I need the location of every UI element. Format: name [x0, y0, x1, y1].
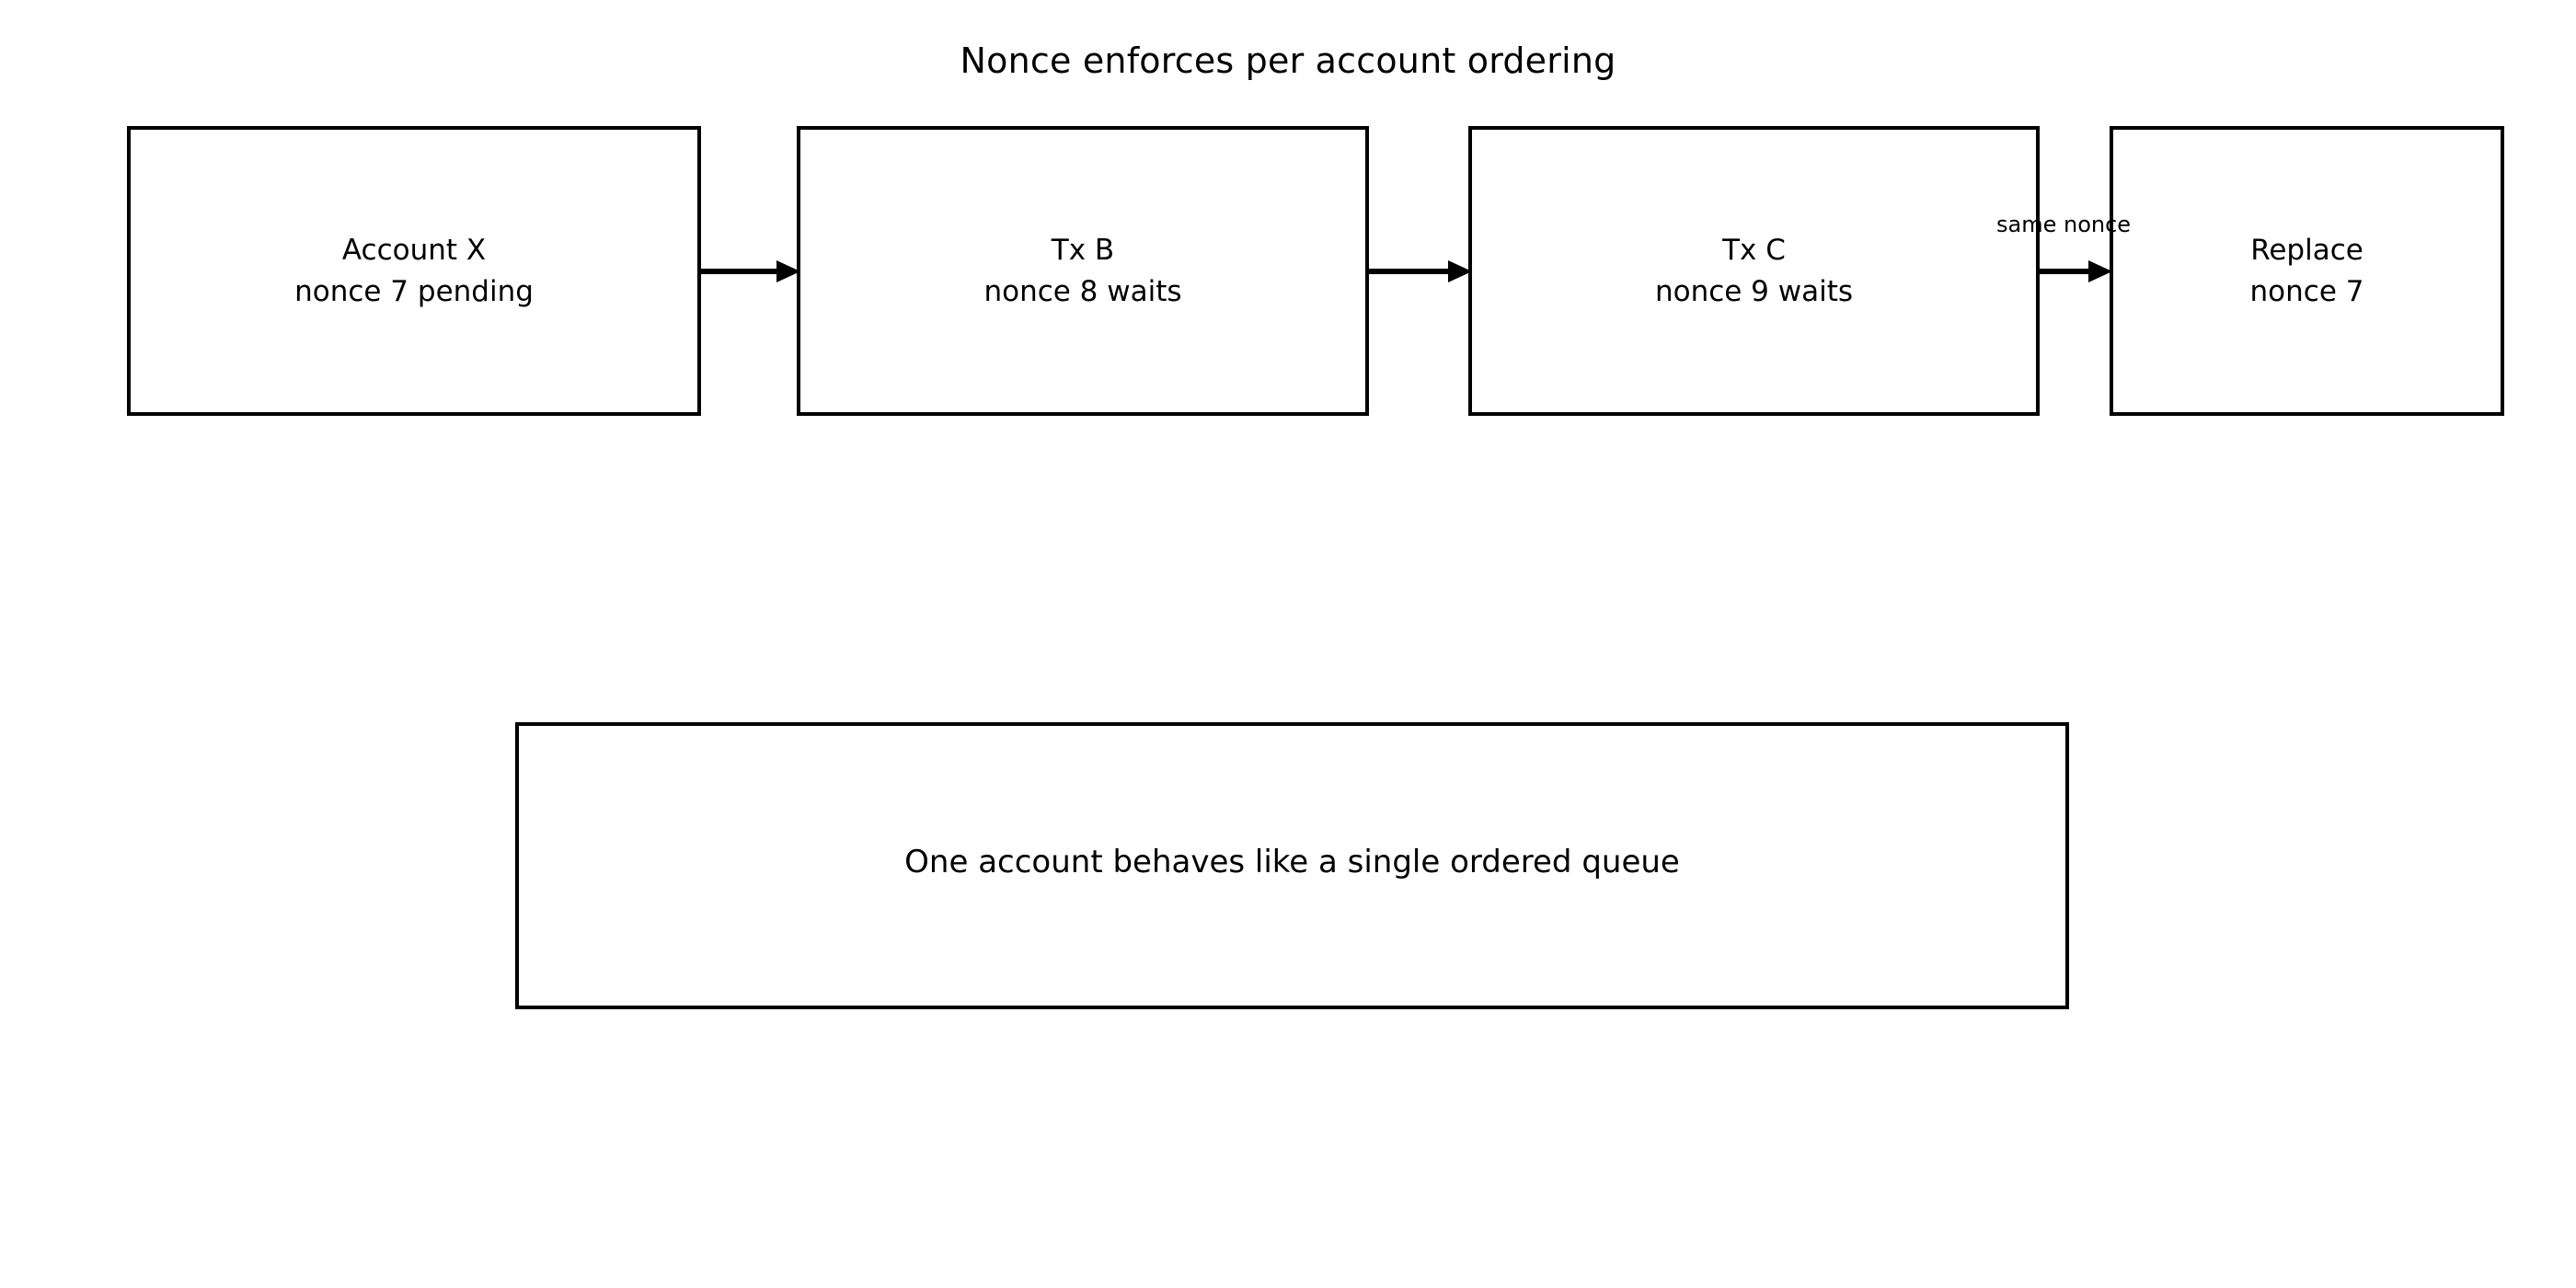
edge-shaft	[1369, 269, 1452, 274]
node-tx-b-line2: nonce 8 waits	[983, 274, 1182, 308]
node-tx-c-line1: Tx C	[1722, 234, 1786, 268]
node-tx-c[interactable]: Tx C nonce 9 waits	[1468, 126, 2040, 416]
node-replace-line1: Replace	[2250, 234, 2363, 268]
node-account-x-line1: Account X	[341, 234, 487, 268]
arrowhead-icon	[2088, 260, 2112, 282]
edge-shaft	[701, 269, 780, 274]
node-replace-line2: nonce 7	[2249, 274, 2364, 308]
node-tx-c-line2: nonce 9 waits	[1654, 274, 1854, 308]
node-replace[interactable]: Replace nonce 7	[2110, 126, 2504, 416]
edge-shaft	[2039, 269, 2092, 274]
edge-account-x-to-tx-b	[701, 253, 800, 290]
node-account-x-line2: nonce 7 pending	[294, 274, 534, 308]
edge-label-same-nonce: same nonce	[1996, 212, 2132, 237]
arrowhead-icon	[776, 260, 800, 282]
node-tx-b-line1: Tx B	[1051, 234, 1115, 268]
node-summary-text: One account behaves like a single ordere…	[904, 844, 1680, 880]
page-title: Nonce enforces per account ordering	[960, 40, 1616, 81]
node-summary[interactable]: One account behaves like a single ordere…	[515, 722, 2069, 1009]
node-account-x[interactable]: Account X nonce 7 pending	[127, 126, 701, 416]
node-tx-b[interactable]: Tx B nonce 8 waits	[797, 126, 1369, 416]
arrowhead-icon	[1448, 260, 1472, 282]
edge-tx-b-to-tx-c	[1369, 253, 1472, 290]
edge-tx-c-to-replace	[2039, 253, 2112, 290]
